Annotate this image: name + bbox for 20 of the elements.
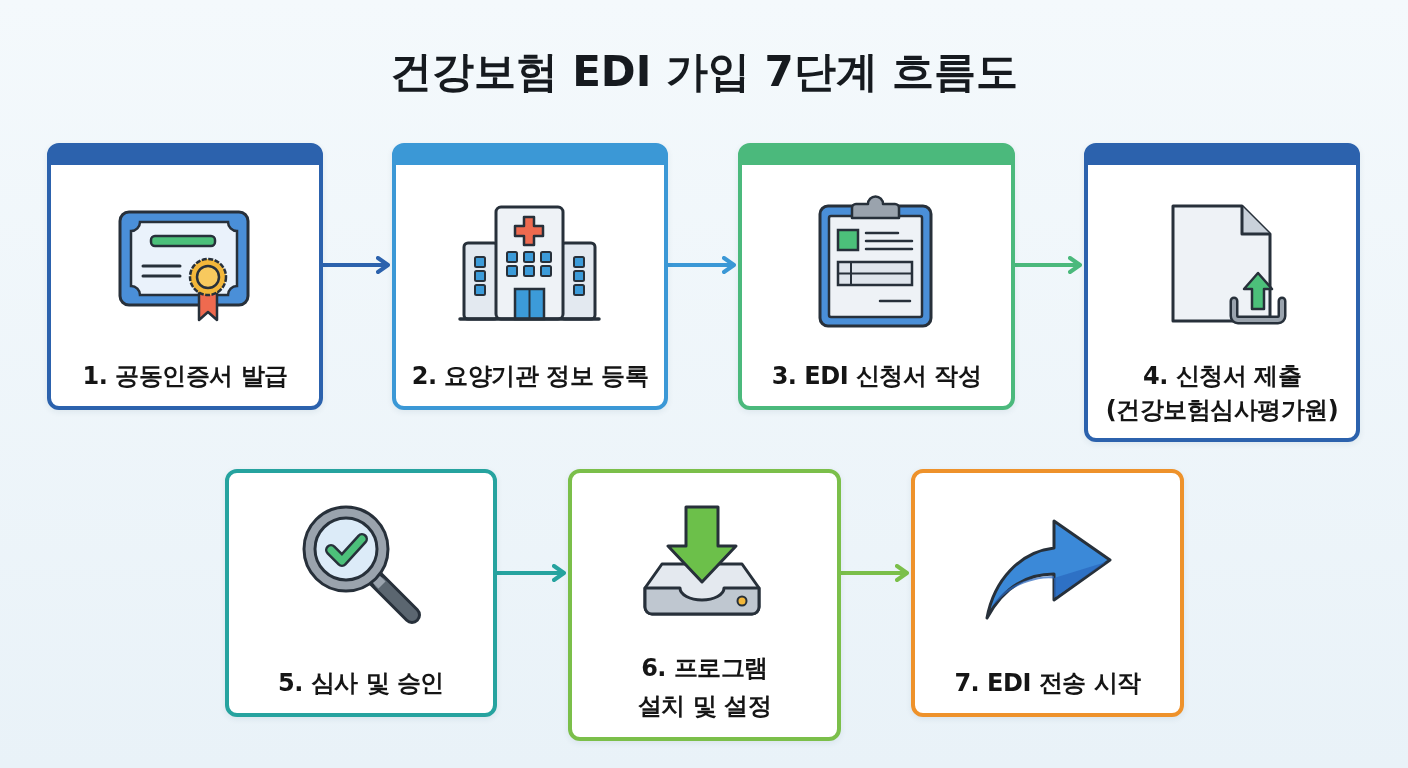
arrow xyxy=(1015,256,1082,274)
step-label: 5. 심사 및 승인 xyxy=(277,668,445,699)
arrow xyxy=(841,564,909,582)
arrow xyxy=(497,564,566,582)
step-card xyxy=(225,469,497,717)
step-card xyxy=(47,143,323,410)
step-label: 2. 요양기관 정보 등록 xyxy=(410,361,650,392)
step-label: 6. 프로그램 설치 및 설정 xyxy=(636,653,773,722)
step-card xyxy=(911,469,1184,717)
step-label: 7. EDI 전송 시작 xyxy=(953,668,1142,699)
step-label: 4. 신청서 제출 (건강보험심사평가원) xyxy=(1104,361,1340,426)
title: 건강보험 EDI 가입 7단계 흐름도 xyxy=(389,46,1019,98)
step-card xyxy=(1084,143,1360,442)
step-card xyxy=(568,469,841,741)
arrow xyxy=(668,256,736,274)
step-label: 3. EDI 신청서 작성 xyxy=(770,361,983,392)
step-card xyxy=(392,143,668,410)
step-label: 1. 공동인증서 발급 xyxy=(81,361,289,392)
step-card xyxy=(738,143,1015,410)
arrow xyxy=(323,256,390,274)
